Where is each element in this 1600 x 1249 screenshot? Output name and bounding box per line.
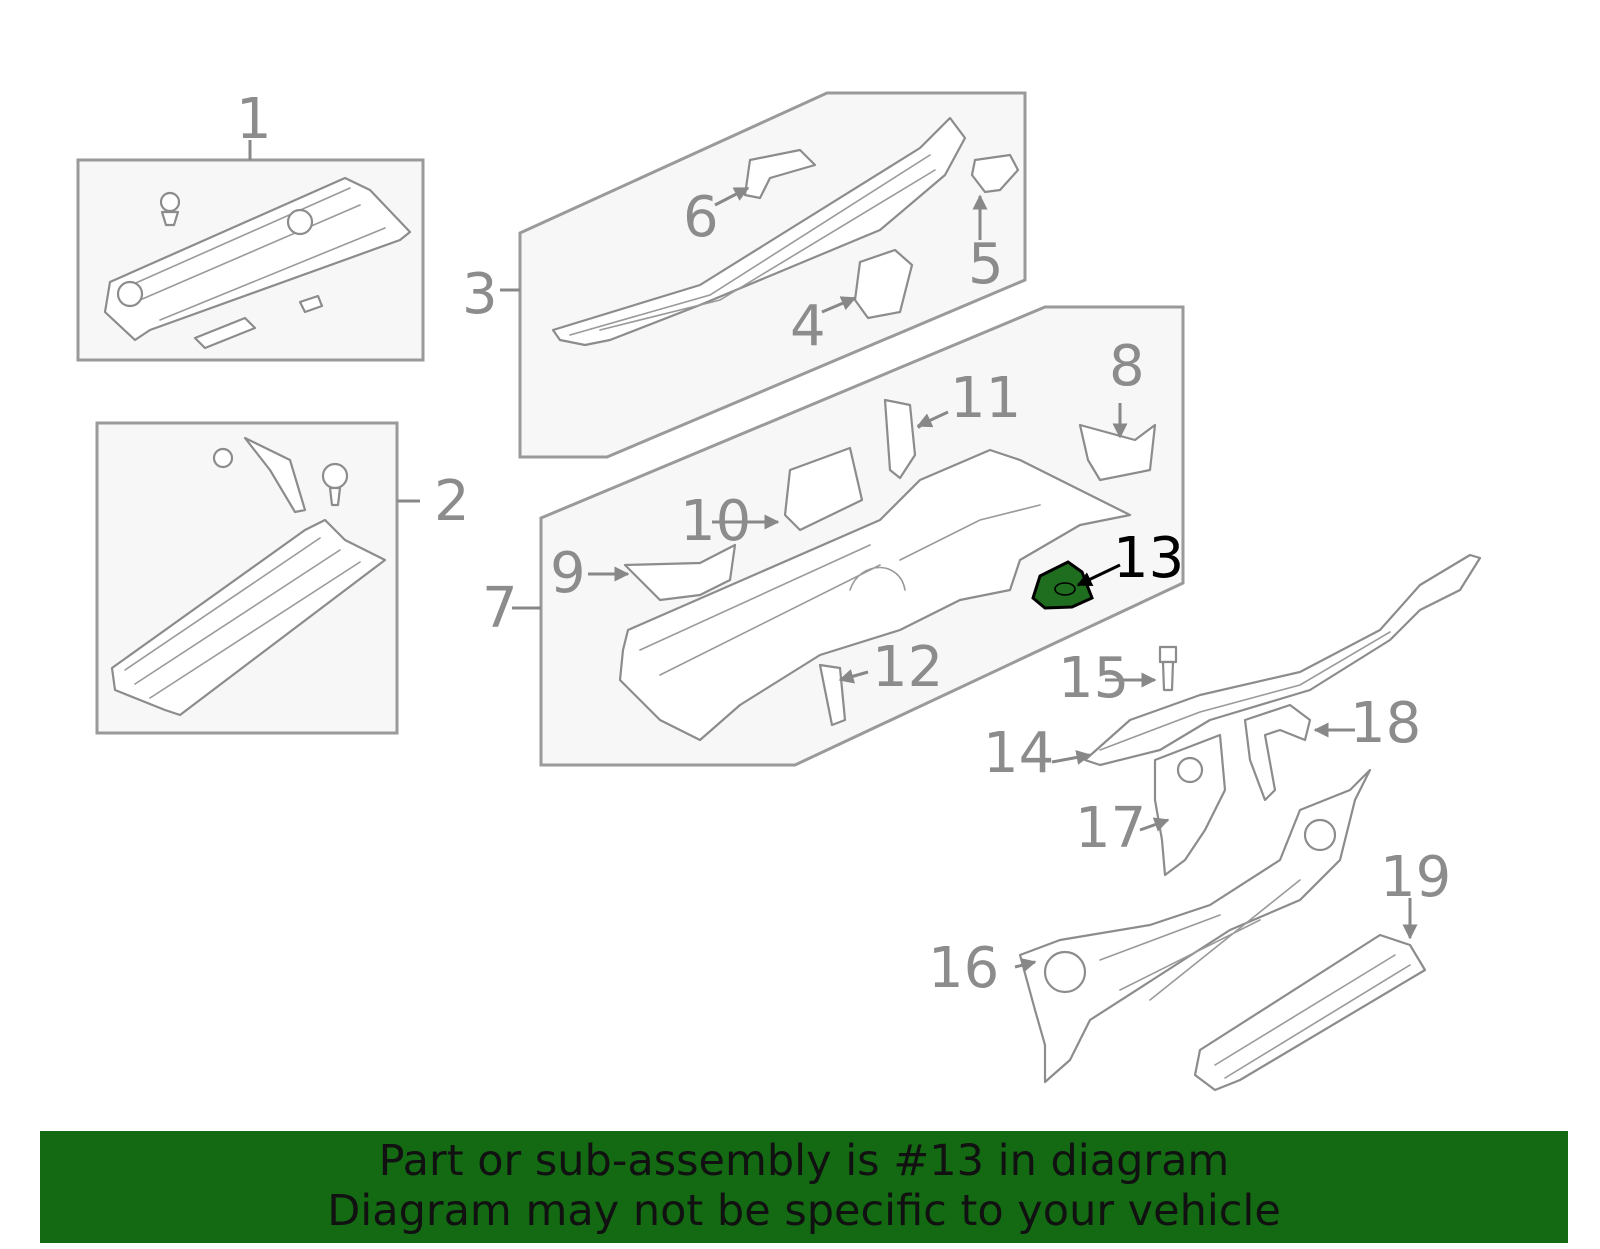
callout-15: 15 [1058,646,1129,711]
side-cowl-panel-part [110,436,387,717]
callout-19: 19 [1380,845,1451,910]
callout-16: 16 [928,936,999,1001]
callout-8: 8 [1109,334,1145,399]
callout-18: 18 [1350,691,1421,756]
callout-9: 9 [550,541,586,606]
reinforcement-17-part [1153,733,1227,877]
info-banner: Part or sub-assembly is #13 in diagram D… [40,1131,1568,1243]
seal-18-part [1243,703,1312,802]
callout-12: 12 [872,635,943,700]
callout-3: 3 [462,262,498,327]
callout-2: 2 [434,469,470,534]
insulator-19-part [1193,933,1427,1092]
callout-5: 5 [968,232,1004,297]
banner-line-part-number: Part or sub-assembly is #13 in diagram [378,1136,1230,1186]
callout-13: 13 [1113,526,1184,591]
dash-panel-lower-part [1018,768,1372,1084]
callout-10: 10 [680,489,751,554]
dash-crossmember-part [1083,553,1482,767]
callout-17: 17 [1075,796,1146,861]
callout-7: 7 [482,576,518,641]
callout-1: 1 [236,87,272,152]
banner-line-disclaimer: Diagram may not be specific to your vehi… [327,1186,1281,1236]
cowl-top-panel-part [551,116,1020,347]
callout-14: 14 [983,721,1054,786]
cowl-grille-part [103,176,412,350]
dash-panel-upper-part [618,398,1157,742]
callout-11: 11 [950,366,1021,431]
callout-4: 4 [790,294,826,359]
callout-6: 6 [683,185,719,250]
